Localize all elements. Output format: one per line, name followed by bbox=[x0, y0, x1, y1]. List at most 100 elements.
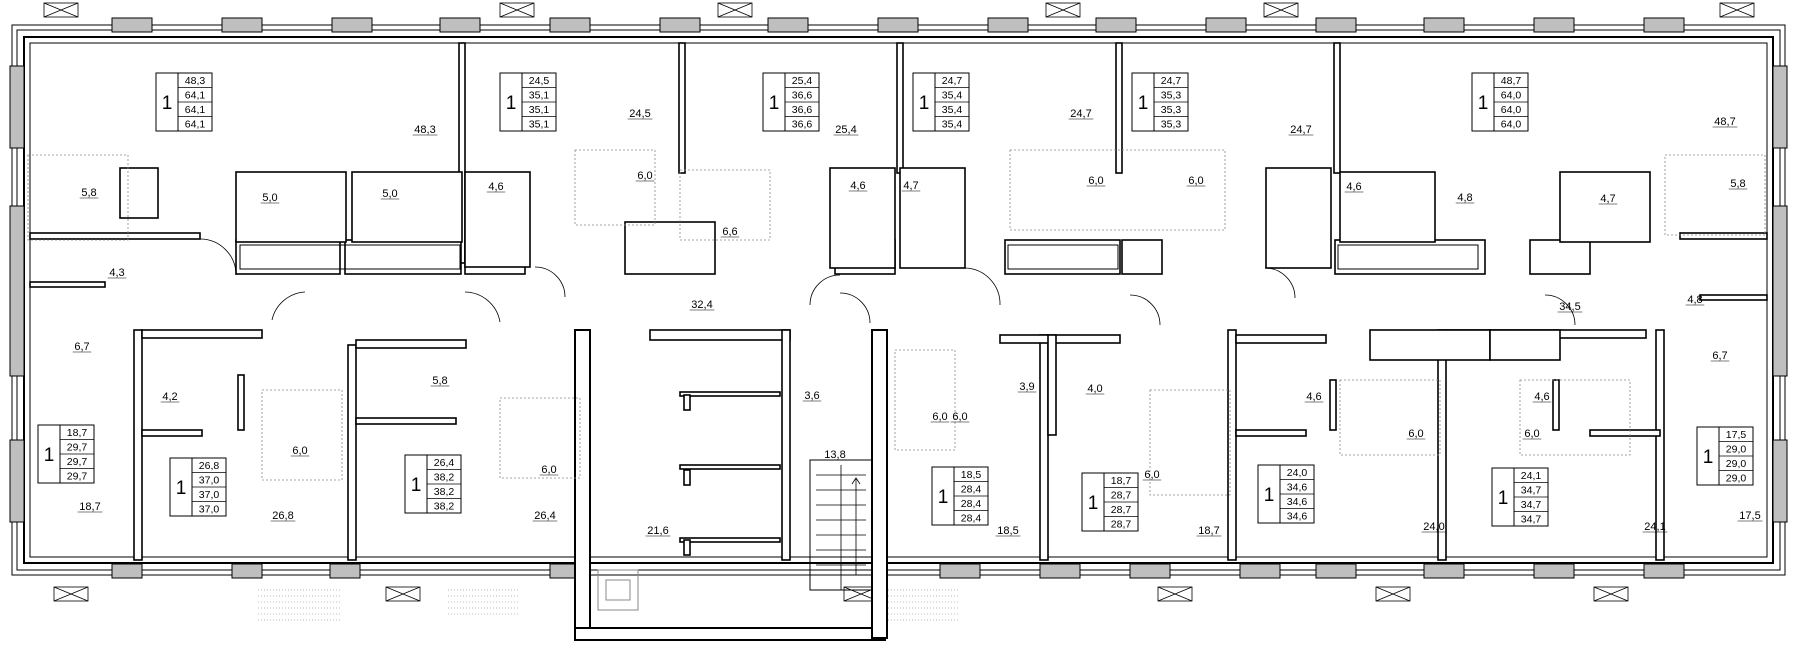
room-area-label: 26,8 bbox=[272, 510, 293, 522]
room-area-label: 6,0 bbox=[952, 411, 967, 423]
room-area-label: 4,2 bbox=[162, 391, 177, 403]
apartment-area-value: 64,1 bbox=[185, 90, 206, 102]
room-area-label: 4,6 bbox=[850, 180, 865, 192]
room-area-label: 6,0 bbox=[932, 411, 947, 423]
apartment-room-count: 1 bbox=[44, 445, 55, 466]
room-area-label: 6,6 bbox=[722, 226, 737, 238]
room-area-label: 6,0 bbox=[541, 464, 556, 476]
apartment-area-value: 64,1 bbox=[185, 119, 206, 131]
windows-sides bbox=[9, 65, 1788, 523]
apartment-area-value: 28,4 bbox=[961, 513, 982, 525]
windows-bottom bbox=[111, 563, 1685, 579]
room-area-label: 6,0 bbox=[1144, 469, 1159, 481]
room-area-label: 5,8 bbox=[432, 375, 447, 387]
room-area-label: 4,0 bbox=[1087, 383, 1102, 395]
door-swings bbox=[199, 238, 1576, 326]
apartment-area-value: 35,4 bbox=[942, 90, 963, 102]
apartment-card-a10: 118,528,428,428,4 bbox=[931, 466, 989, 526]
kitchen-counters-top bbox=[27, 149, 1766, 270]
room-area-label: 24,5 bbox=[629, 108, 650, 120]
apartment-card-a13: 124,134,734,734,7 bbox=[1491, 467, 1549, 527]
apartment-area-value: 64,0 bbox=[1501, 104, 1522, 116]
apartment-room-count: 1 bbox=[1498, 488, 1509, 509]
apartment-area-value: 64,0 bbox=[1501, 119, 1522, 131]
apartment-room-count: 1 bbox=[769, 93, 780, 114]
dot-hatch-bottom bbox=[258, 589, 960, 621]
room-area-label: 6,7 bbox=[1712, 350, 1727, 362]
apartment-area-value: 18,7 bbox=[67, 427, 88, 439]
apartment-area-value: 29,7 bbox=[67, 442, 88, 454]
room-area-label: 17,5 bbox=[1739, 510, 1760, 522]
room-area-label: 4,6 bbox=[488, 181, 503, 193]
room-area-label: 26,4 bbox=[534, 510, 555, 522]
apartment-area-value: 28,7 bbox=[1111, 519, 1132, 531]
apartment-area-value: 48,7 bbox=[1501, 75, 1522, 87]
apartment-card-a3: 1 25,4 36,6 36,6 36,6 bbox=[762, 72, 820, 132]
room-area-label: 6,0 bbox=[292, 445, 307, 457]
apartment-area-value: 28,4 bbox=[961, 484, 982, 496]
room-area-label: 25,4 bbox=[835, 124, 856, 136]
room-area-label: 6,0 bbox=[1524, 428, 1539, 440]
room-area-label: 18,7 bbox=[1198, 525, 1219, 537]
stair-core bbox=[574, 329, 888, 641]
apartment-area-value: 25,4 bbox=[792, 75, 813, 87]
room-area-label: 4,8 bbox=[1687, 294, 1702, 306]
partition-walls bbox=[29, 42, 1768, 301]
apartment-room-count: 1 bbox=[1478, 93, 1489, 114]
apartment-area-value: 38,2 bbox=[434, 501, 455, 513]
apartment-cards: 148,364,164,164,1124,535,135,135,1125,43… bbox=[37, 72, 1754, 532]
room-area-label: 4,6 bbox=[1306, 391, 1321, 403]
room-area-label: 6,0 bbox=[637, 170, 652, 182]
apartment-room-count: 1 bbox=[162, 93, 173, 114]
apartment-area-value: 64,1 bbox=[185, 104, 206, 116]
apartment-card-a14: 117,529,029,029,0 bbox=[1696, 426, 1754, 486]
room-area-label: 5,0 bbox=[262, 192, 277, 204]
room-area-label: 21,6 bbox=[647, 525, 668, 537]
apartment-card-a1: 1 48,3 64,1 64,1 64,1 bbox=[155, 72, 213, 132]
apartment-area-value: 64,0 bbox=[1501, 90, 1522, 102]
apartment-area-value: 36,6 bbox=[792, 104, 813, 116]
apartment-card-a8: 126,837,037,037,0 bbox=[169, 457, 227, 517]
room-area-label: 6,7 bbox=[74, 341, 89, 353]
apartment-area-value: 24,5 bbox=[529, 75, 550, 87]
apartment-area-value: 34,7 bbox=[1521, 499, 1542, 511]
windows-top bbox=[111, 17, 1685, 33]
apartment-area-value: 38,2 bbox=[434, 472, 455, 484]
bathrooms-top bbox=[119, 167, 1651, 269]
apartment-area-value: 34,7 bbox=[1521, 514, 1542, 526]
room-area-label: 4,6 bbox=[1534, 391, 1549, 403]
room-area-label: 5,0 bbox=[382, 188, 397, 200]
apartment-area-value: 35,3 bbox=[1161, 119, 1182, 131]
apartment-card-a5: 124,735,335,335,3 bbox=[1131, 72, 1189, 132]
apartment-area-value: 35,1 bbox=[529, 119, 550, 131]
apartment-area-value: 17,5 bbox=[1726, 429, 1747, 441]
room-area-label: 24,7 bbox=[1070, 108, 1091, 120]
apartment-room-count: 1 bbox=[1703, 447, 1714, 468]
apartment-area-value: 34,6 bbox=[1287, 482, 1308, 494]
apartment-area-value: 34,6 bbox=[1287, 511, 1308, 523]
apartment-card-a9: 126,438,238,238,2 bbox=[404, 454, 462, 514]
room-area-label: 18,5 bbox=[997, 525, 1018, 537]
apartment-card-a12: 124,034,634,634,6 bbox=[1257, 464, 1315, 524]
apartment-room-count: 1 bbox=[1264, 485, 1275, 506]
apartment-area-value: 35,3 bbox=[1161, 104, 1182, 116]
room-area-label: 48,3 bbox=[414, 124, 435, 136]
apartment-area-value: 37,0 bbox=[199, 489, 220, 501]
room-area-label: 4,8 bbox=[1457, 192, 1472, 204]
room-area-label: 5,8 bbox=[1730, 178, 1745, 190]
room-area-label: 24,7 bbox=[1290, 124, 1311, 136]
apartment-area-value: 36,6 bbox=[792, 90, 813, 102]
apartment-area-value: 18,7 bbox=[1111, 475, 1132, 487]
room-area-label: 6,0 bbox=[1408, 428, 1423, 440]
apartment-room-count: 1 bbox=[938, 487, 949, 508]
apartment-area-value: 36,6 bbox=[792, 119, 813, 131]
apartment-area-value: 29,7 bbox=[67, 456, 88, 468]
apartment-area-value: 48,3 bbox=[185, 75, 206, 87]
apartment-area-value: 29,0 bbox=[1726, 458, 1747, 470]
room-area-label: 6,0 bbox=[1188, 175, 1203, 187]
apartment-area-value: 18,5 bbox=[961, 469, 982, 481]
apartment-area-value: 38,2 bbox=[434, 486, 455, 498]
apartment-area-value: 24,0 bbox=[1287, 467, 1308, 479]
